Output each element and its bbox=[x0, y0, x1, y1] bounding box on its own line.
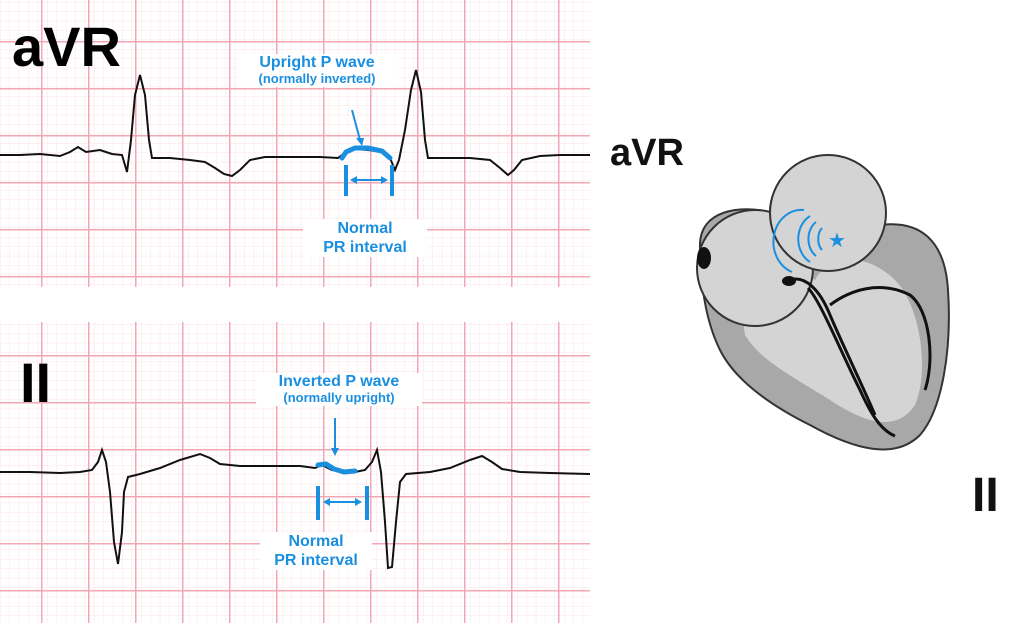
p-wave-title-avr: Upright P wave bbox=[259, 54, 375, 71]
lead-label-avr: aVR bbox=[12, 15, 121, 78]
ecg-strip-avr bbox=[0, 0, 590, 287]
pr-interval-annotation-avr: Normal PR interval bbox=[303, 219, 427, 258]
p-wave-highlight-avr bbox=[339, 145, 393, 161]
ecg-trace-avr bbox=[0, 69, 590, 178]
star-icon: ★ bbox=[828, 228, 846, 252]
pr-line1-ii: Normal bbox=[288, 533, 344, 550]
p-wave-pointer-avr bbox=[351, 109, 361, 141]
p-wave-note-avr: (normally inverted) bbox=[258, 71, 376, 87]
p-wave-arrowhead-avr bbox=[356, 138, 364, 146]
pr-line2-avr: PR interval bbox=[323, 239, 407, 257]
lead-label-ii: II bbox=[20, 351, 52, 414]
ecg-strip-ii bbox=[0, 322, 590, 623]
p-wave-annotation-avr: Upright P wave (normally inverted) bbox=[236, 54, 398, 88]
heart-diagram: ★ bbox=[696, 154, 950, 451]
p-wave-annotation-ii: Inverted P wave (normally upright) bbox=[256, 373, 422, 407]
av-node bbox=[782, 276, 796, 286]
conduction-bundle bbox=[789, 277, 932, 438]
pr-line1-avr: Normal bbox=[337, 220, 393, 237]
ecg-grid-ii bbox=[0, 322, 590, 623]
ecg-trace-ii bbox=[0, 446, 590, 570]
ecg-grid-avr bbox=[0, 0, 590, 287]
heart-label-avr: aVR bbox=[610, 132, 684, 174]
pr-line2-ii: PR interval bbox=[274, 552, 358, 570]
p-wave-title-ii: Inverted P wave bbox=[278, 373, 400, 390]
heart-label-ii: II bbox=[972, 469, 999, 522]
pr-interval-annotation-ii: Normal PR interval bbox=[260, 532, 372, 571]
p-wave-note-ii: (normally upright) bbox=[283, 390, 395, 406]
p-wave-arrowhead-ii bbox=[331, 448, 339, 456]
ectopic-signal-icon bbox=[772, 208, 823, 273]
p-wave-highlight-ii bbox=[315, 461, 358, 475]
vessel-opening bbox=[697, 247, 711, 269]
